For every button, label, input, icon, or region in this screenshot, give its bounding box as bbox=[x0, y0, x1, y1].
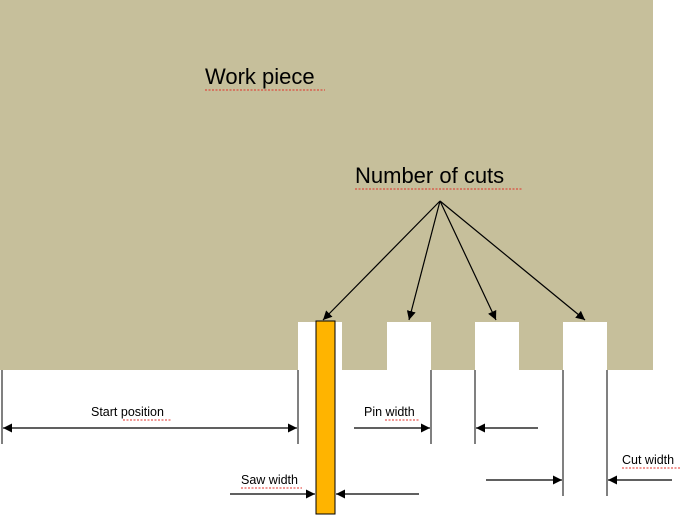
saw-blade bbox=[315, 320, 336, 515]
start-position-label: Start position bbox=[91, 405, 164, 419]
work-piece bbox=[0, 0, 653, 370]
number-of-cuts-arrows bbox=[322, 200, 586, 321]
pin-width-label: Pin width bbox=[364, 405, 415, 419]
saw-width-label: Saw width bbox=[241, 473, 298, 487]
cut-arrow-3 bbox=[439, 200, 497, 321]
cut-arrow-2 bbox=[406, 200, 441, 321]
number-of-cuts-label: Number of cuts bbox=[355, 163, 504, 188]
cut-arrow-4 bbox=[439, 200, 586, 321]
cut-arrow-1 bbox=[322, 200, 441, 321]
cut-width-label: Cut width bbox=[622, 453, 674, 467]
work-piece-label: Work piece bbox=[205, 64, 315, 89]
reference-lines bbox=[1, 370, 608, 496]
spellcheck-underlines bbox=[123, 89, 680, 489]
